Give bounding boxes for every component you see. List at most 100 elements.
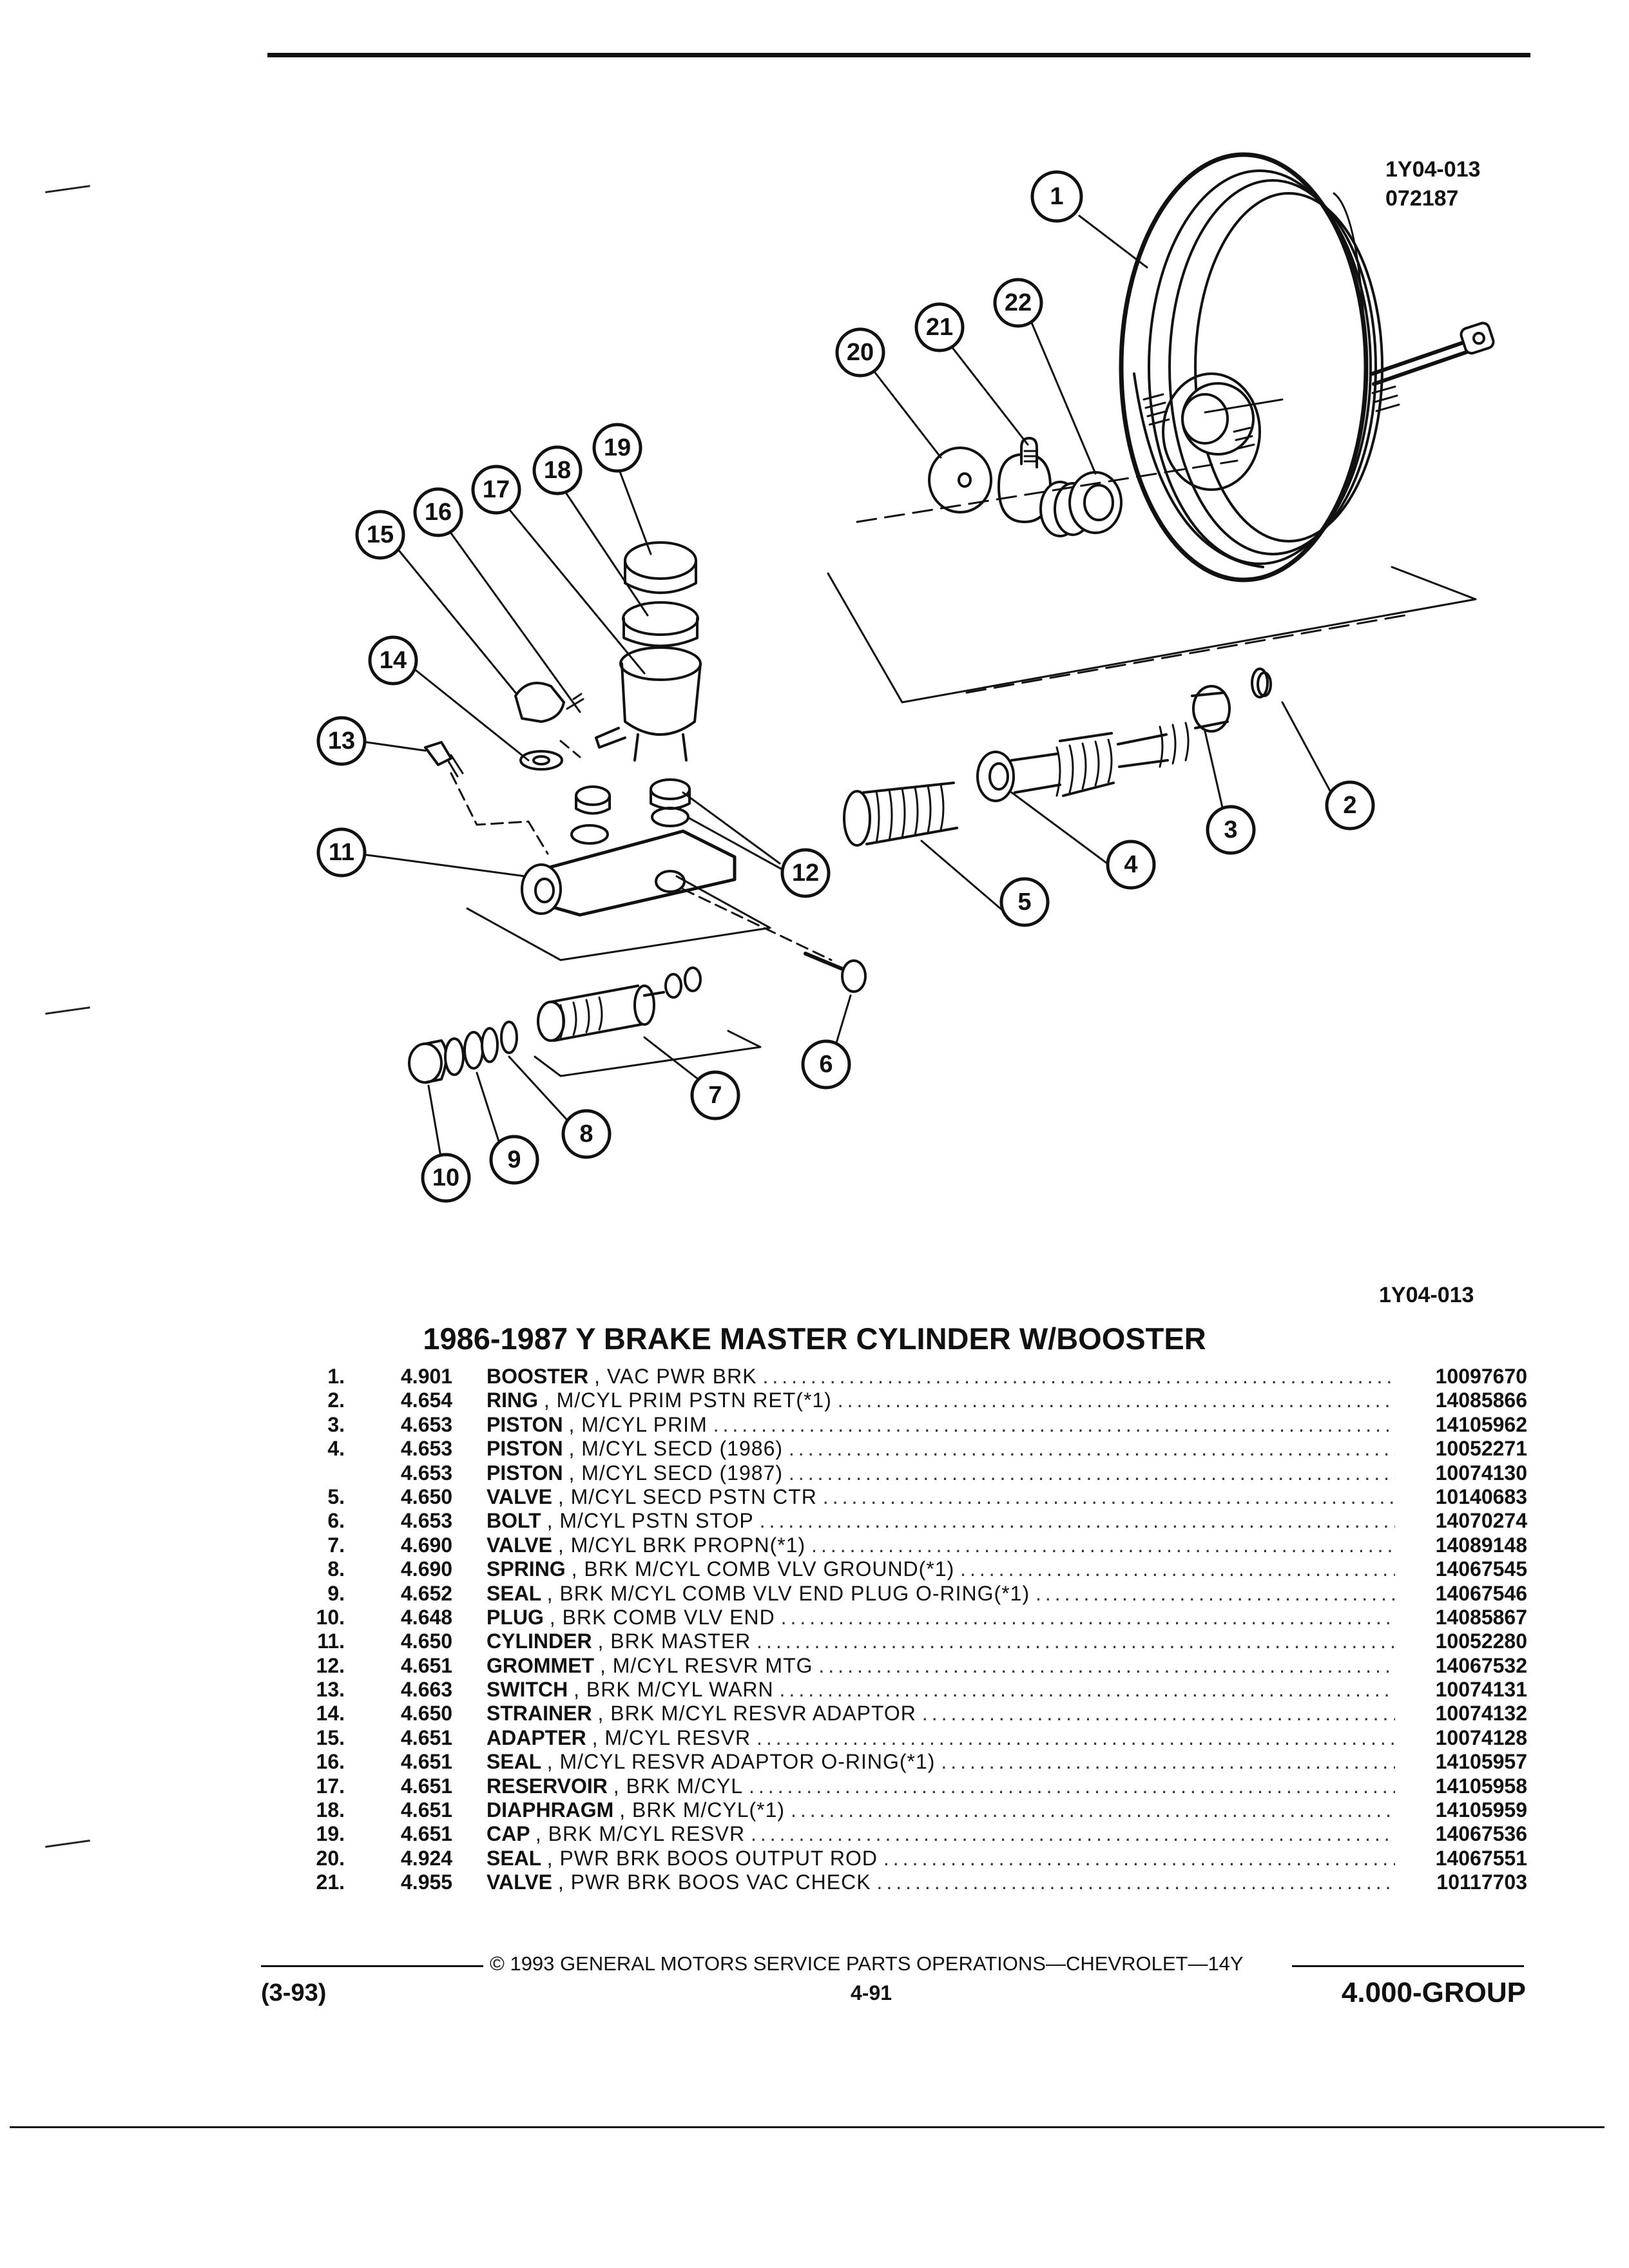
group-number: 4.651: [401, 1798, 453, 1822]
group-number: 4.651: [401, 1822, 453, 1846]
group-number: 4.651: [401, 1750, 453, 1774]
part-description: BOLT , M/CYL PSTN STOP .................…: [487, 1509, 1395, 1533]
reservoir-drawing: [595, 541, 702, 762]
callout-numbers: 1 2 3 4 5 6 7 8 9 10 11 12 13 14 15 16 1…: [328, 183, 1357, 1191]
master-cylinder-drawing: [466, 778, 771, 961]
part-number: 14067545: [1435, 1557, 1527, 1581]
part-name: SPRING: [487, 1557, 566, 1581]
item-number: 9.: [327, 1581, 345, 1605]
item-number: 15.: [316, 1725, 345, 1749]
callout-22: [993, 278, 1043, 328]
item-number: 7.: [327, 1533, 345, 1557]
part-description: VALVE , M/CYL BRK PROPN(*1) ............…: [487, 1533, 1395, 1557]
part-name: RING: [487, 1389, 538, 1412]
part-description: VALVE , M/CYL SECD PSTN CTR ............…: [487, 1485, 1395, 1509]
callout-text-6: 6: [819, 1051, 833, 1078]
top-rule: [267, 53, 1530, 57]
callout-11: [316, 827, 367, 878]
part-detail: , PWR BRK BOOS OUTPUT ROD: [546, 1846, 878, 1870]
part-detail: , PWR BRK BOOS VAC CHECK: [557, 1870, 871, 1894]
part-name: STRAINER: [487, 1702, 592, 1725]
callout-text-18: 18: [544, 457, 571, 484]
part-description: BOOSTER , VAC PWR BRK ..................…: [487, 1365, 1395, 1389]
callout-text-17: 17: [483, 476, 510, 503]
part-number: 14105958: [1435, 1774, 1527, 1798]
callout-13: [316, 716, 367, 766]
part-name: SEAL: [487, 1581, 541, 1605]
part-detail: , BRK M/CYL RESVR ADAPTOR: [597, 1702, 916, 1725]
group-number: 4.901: [401, 1365, 453, 1388]
part-description: PISTON , M/CYL SECD (1987) .............…: [487, 1461, 1395, 1485]
part-description: SEAL , M/CYL RESVR ADAPTOR O-RING(*1) ..…: [487, 1750, 1395, 1774]
item-number: 4.: [327, 1437, 345, 1461]
part-number: 14070274: [1435, 1509, 1527, 1533]
item-number: 3.: [327, 1412, 345, 1436]
group-number: 4.653: [401, 1412, 453, 1436]
part-name: BOOSTER: [487, 1365, 589, 1388]
part-name: PISTON: [487, 1412, 563, 1436]
callout-text-22: 22: [1005, 289, 1032, 316]
part-description: SWITCH , BRK M/CYL WARN ................…: [487, 1678, 1395, 1702]
leader-dots: ........................................…: [756, 1725, 1395, 1749]
callout-17: [471, 465, 521, 515]
part-name: CYLINDER: [487, 1629, 592, 1653]
leader-dots: ........................................…: [811, 1533, 1395, 1557]
leader-dots: ........................................…: [941, 1750, 1395, 1774]
part-detail: , M/CYL PRIM: [568, 1412, 708, 1436]
revision-date: (3-93): [261, 1979, 327, 2006]
leader-dots: ........................................…: [788, 1461, 1395, 1485]
callout-text-15: 15: [367, 521, 394, 548]
adapter-drawing: [514, 682, 584, 771]
part-number: 10097670: [1435, 1365, 1527, 1388]
callout-21: [914, 302, 965, 352]
part-name: PISTON: [487, 1461, 563, 1485]
callout-10: [421, 1153, 471, 1203]
part-detail: , BRK M/CYL RESVR: [535, 1822, 746, 1846]
callout-20: [835, 327, 885, 378]
part-detail: , M/CYL SECD PSTN CTR: [557, 1485, 817, 1508]
part-name: VALVE: [487, 1533, 552, 1557]
parts-row: 1. 4.901 BOOSTER , VAC PWR BRK ...........…: [284, 1365, 1527, 1389]
callout-text-13: 13: [328, 727, 355, 754]
item-number: 12.: [316, 1653, 345, 1677]
part-number: 10074132: [1435, 1702, 1527, 1725]
parts-list: 1. 4.901 BOOSTER , VAC PWR BRK ...........…: [284, 1365, 1527, 1895]
part-detail: , BRK MASTER: [597, 1629, 751, 1653]
callout-text-5: 5: [1017, 889, 1031, 916]
leader-dots: ........................................…: [837, 1389, 1395, 1412]
leader-dots: ........................................…: [883, 1846, 1395, 1870]
callout-text-14: 14: [380, 647, 407, 674]
callout-14: [368, 635, 418, 686]
illustration-code: 1Y04-013: [1385, 157, 1481, 182]
part-detail: , BRK M/CYL COMB VLV END PLUG O-RING(*1): [546, 1581, 1030, 1605]
group-number: 4.955: [401, 1870, 453, 1894]
leader-dots: ........................................…: [762, 1365, 1395, 1388]
callout-text-9: 9: [507, 1146, 521, 1173]
item-number: 14.: [316, 1702, 345, 1725]
group-number: 4.690: [401, 1557, 453, 1581]
group-number: 4.653: [401, 1437, 453, 1461]
callout-text-12: 12: [792, 860, 819, 887]
item-number: 11.: [317, 1629, 345, 1653]
part-name: CAP: [487, 1822, 530, 1846]
part-description: GROMMET , M/CYL RESVR MTG ..............…: [487, 1654, 1395, 1678]
part-description: CAP , BRK M/CYL RESVR ..................…: [487, 1822, 1395, 1846]
item-number: 1.: [327, 1365, 345, 1388]
part-description: VALVE , PWR BRK BOOS VAC CHECK .........…: [487, 1870, 1395, 1894]
part-name: PISTON: [487, 1437, 563, 1461]
part-number: 14105959: [1435, 1798, 1527, 1822]
part-detail: , M/CYL PRIM PSTN RET(*1): [543, 1389, 832, 1412]
illustration-date: 072187: [1385, 186, 1459, 211]
group-number: 4.654: [401, 1389, 453, 1412]
part-number: 10117703: [1436, 1870, 1527, 1894]
part-detail: , BRK COMB VLV END: [549, 1605, 775, 1629]
